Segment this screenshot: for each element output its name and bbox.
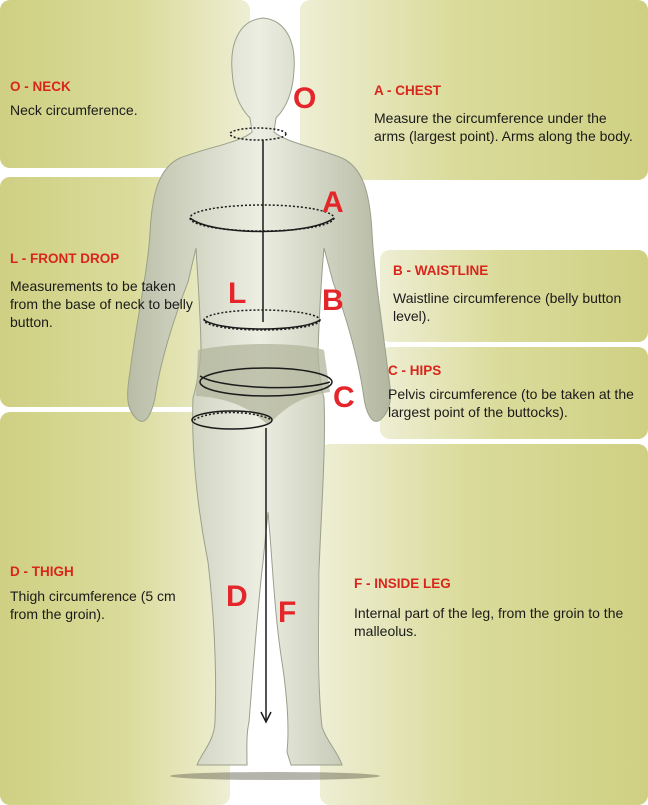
waistline-description: Waistline circumference (belly button le… <box>393 289 633 325</box>
letter-b: B <box>322 284 344 317</box>
hips-description: Pelvis circumference (to be taken at the… <box>388 385 646 421</box>
hips-title: C - HIPS <box>388 363 441 378</box>
front-drop-title: L - FRONT DROP <box>10 251 119 266</box>
letter-f: F <box>278 596 296 629</box>
front-drop-description: Measurements to be taken from the base o… <box>10 277 204 331</box>
letter-c: C <box>333 381 355 414</box>
floor-shadow <box>170 772 380 780</box>
chest-description: Measure the circumference under the arms… <box>374 109 636 145</box>
letter-a: A <box>322 186 344 219</box>
letter-o: O <box>293 82 316 115</box>
thigh-title: D - THIGH <box>10 564 74 579</box>
neck-description: Neck circumference. <box>10 101 210 119</box>
letter-l: L <box>228 277 246 310</box>
neck-title: O - NECK <box>10 79 71 94</box>
waistline-title: B - WAISTLINE <box>393 263 488 278</box>
chest-title: A - CHEST <box>374 83 441 98</box>
inside-leg-description: Internal part of the leg, from the groin… <box>354 604 634 640</box>
inside-leg-title: F - INSIDE LEG <box>354 576 451 591</box>
letter-d: D <box>226 580 248 613</box>
thigh-description: Thigh circumference (5 cm from the groin… <box>10 587 182 623</box>
